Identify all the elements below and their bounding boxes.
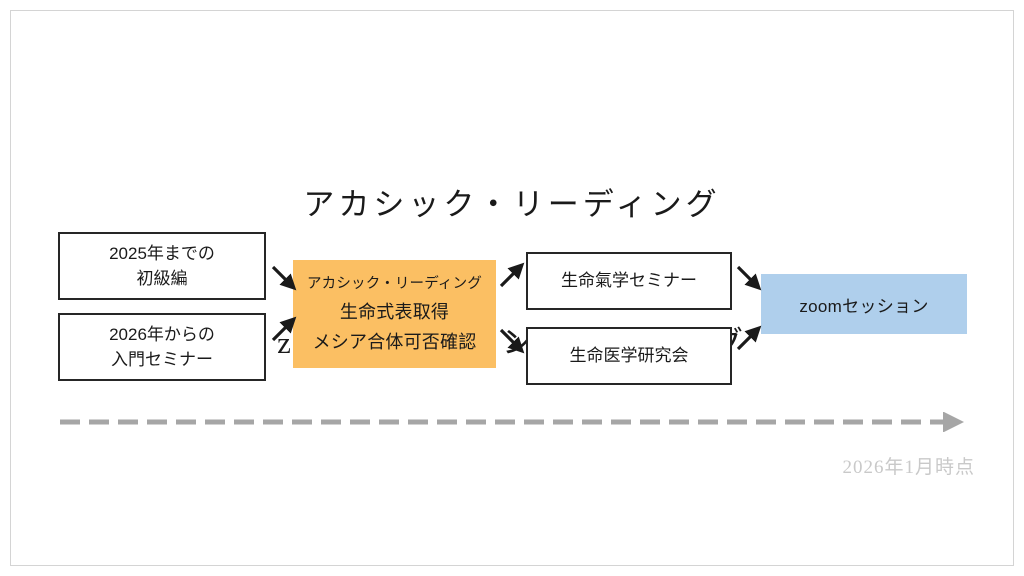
flow-box-akashic-line-2: メシア合体可否確認 <box>312 332 477 352</box>
arrow-intro-basic-to-akashic-icon <box>271 265 297 291</box>
flow-box-seimei-igaku-kenkyukai[interactable]: 生命医学研究会 <box>526 327 732 385</box>
flow-box-seimei-kigaku-seminar[interactable]: 生命氣学セミナー <box>526 252 732 310</box>
arrow-seimei-igaku-to-zoom-session-icon <box>736 325 762 351</box>
arrow-seimei-kigaku-to-zoom-session-icon <box>736 265 762 291</box>
flow-box-intro-basic-line-1: 2025年までの <box>109 244 215 263</box>
flow-box-zoom-session-label: zoomセッション <box>799 296 929 316</box>
arrow-akashic-to-seimei-kigaku-icon <box>499 262 525 288</box>
flow-box-seimei-kigaku-label: 生命氣学セミナー <box>561 271 697 290</box>
timeline-caption: 2026年1月時点 <box>842 457 975 478</box>
arrow-intro-seminar-to-akashic-icon <box>271 316 297 342</box>
timeline-dashed-arrow-icon <box>60 412 964 432</box>
flow-box-seimei-igaku-label: 生命医学研究会 <box>569 346 689 365</box>
flow-box-zoom-session[interactable]: zoomセッション <box>761 274 967 334</box>
page-title-line-1: アカシック・リーディング <box>303 187 721 222</box>
flow-box-akashic-line-1: 生命式表取得 <box>339 302 450 322</box>
arrow-akashic-to-seimei-igaku-icon <box>499 328 525 354</box>
flow-box-akashic-subtitle: アカシック・リーディング <box>306 276 483 292</box>
flow-box-intro-basic[interactable]: 2025年までの 初級編 <box>58 232 266 300</box>
flow-box-intro-seminar-line-2: 入門セミナー <box>111 350 213 369</box>
flow-box-intro-basic-line-2: 初級編 <box>136 269 188 288</box>
flow-box-intro-seminar[interactable]: 2026年からの 入門セミナー <box>58 313 266 381</box>
flow-box-intro-seminar-line-1: 2026年からの <box>109 325 215 344</box>
flow-box-akashic-reading[interactable]: アカシック・リーディング 生命式表取得 メシア合体可否確認 <box>293 260 496 368</box>
